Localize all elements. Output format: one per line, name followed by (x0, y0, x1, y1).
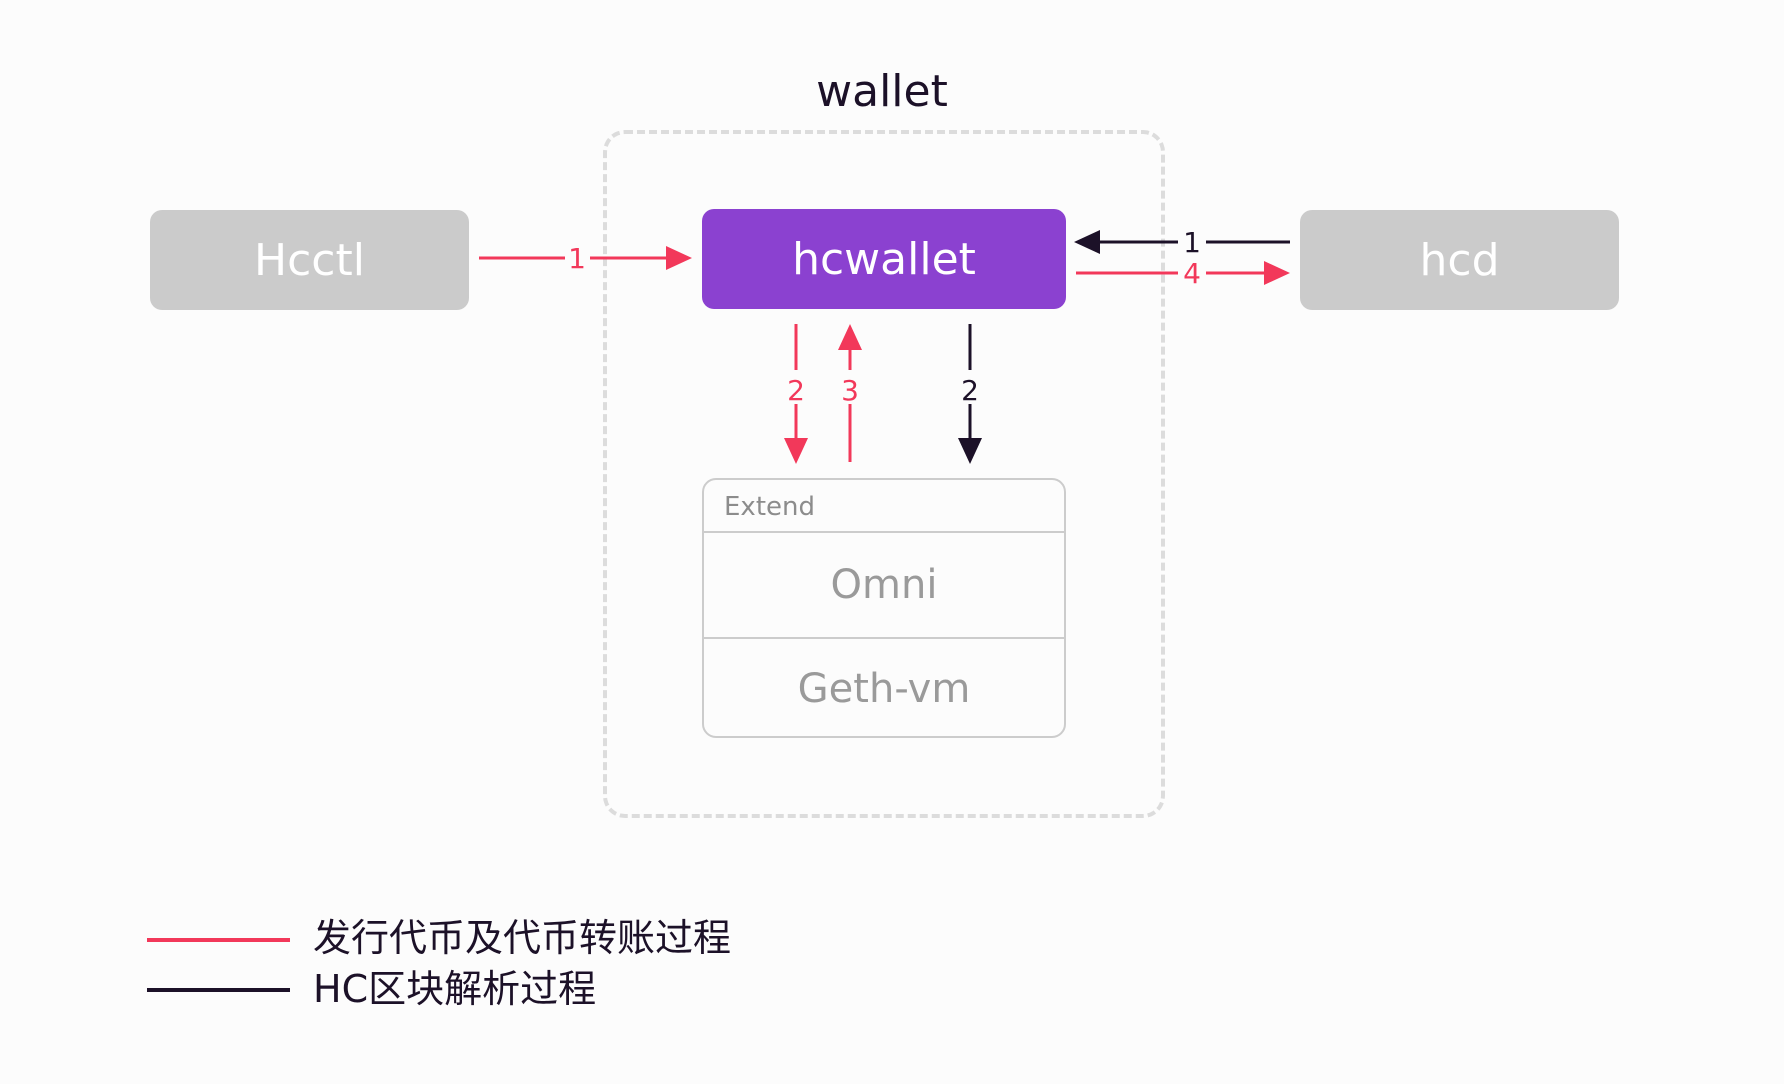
edge-hcwallet-to-hcd: 4 (1076, 257, 1290, 290)
node-hcctl[interactable]: Hcctl (150, 210, 469, 310)
node-hcd-label: hcd (1419, 234, 1500, 286)
legend-item-black: HC区块解析过程 (147, 967, 596, 1011)
arrowhead (666, 246, 692, 270)
extend-header: Extend (704, 480, 1064, 533)
group-title: wallet (816, 66, 948, 117)
legend-item-red: 发行代币及代币转账过程 (147, 916, 731, 960)
node-hcd[interactable]: hcd (1300, 210, 1619, 310)
edge-hcd-to-hcwallet: 1 (1074, 226, 1290, 259)
extend-panel[interactable]: Extend Omni Geth-vm (702, 478, 1066, 738)
extend-row-omni[interactable]: Omni (704, 533, 1064, 639)
arrowhead (1264, 261, 1290, 285)
node-hcwallet-label: hcwallet (792, 233, 976, 285)
edge-label: 3 (841, 374, 859, 407)
edge-label: 1 (1183, 226, 1201, 259)
arrowhead (784, 438, 808, 464)
edge-hcwallet-to-extend-red: 2 (784, 324, 808, 464)
node-hcctl-label: Hcctl (254, 234, 365, 286)
edge-label: 2 (961, 374, 979, 407)
edge-extend-to-hcwallet: 3 (838, 324, 862, 462)
edge-label: 1 (568, 242, 586, 275)
node-hcwallet[interactable]: hcwallet (702, 209, 1066, 309)
edge-label: 2 (787, 374, 805, 407)
arrowhead (1074, 230, 1100, 254)
legend-label: HC区块解析过程 (313, 967, 596, 1011)
wallet-group-boundary (603, 130, 1165, 818)
legend: 发行代币及代币转账过程 HC区块解析过程 (147, 916, 731, 1011)
arrowhead (958, 438, 982, 464)
legend-label: 发行代币及代币转账过程 (313, 916, 731, 960)
edge-label: 4 (1183, 257, 1201, 290)
arrowhead (838, 324, 862, 350)
extend-row-geth-vm[interactable]: Geth-vm (797, 665, 971, 712)
edge-hcwallet-to-extend-black: 2 (958, 324, 982, 464)
edge-hcctl-to-hcwallet: 1 (479, 242, 692, 275)
